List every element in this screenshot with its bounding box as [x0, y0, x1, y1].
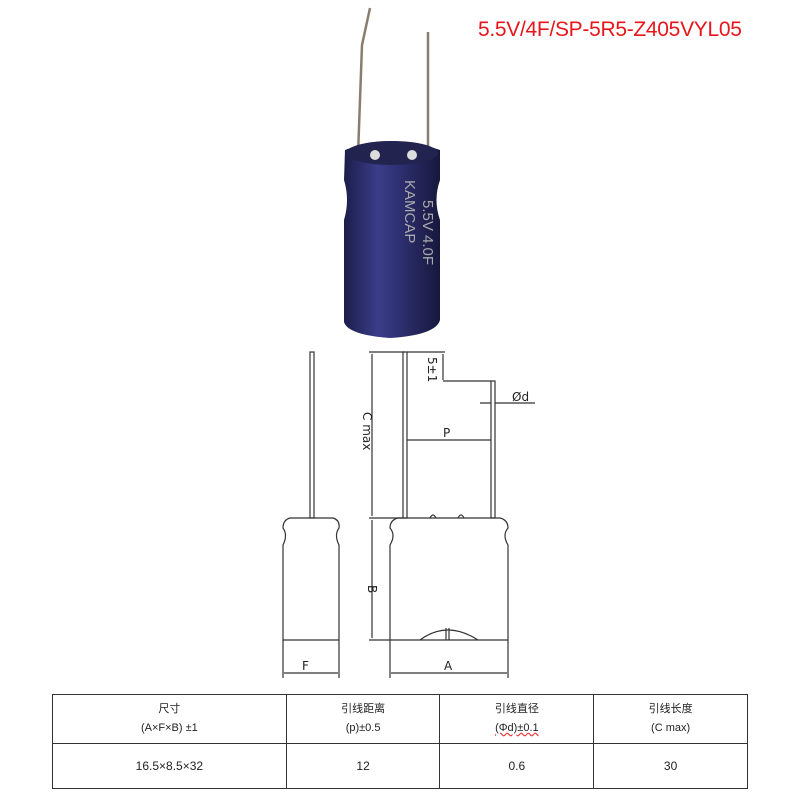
dimension-drawing	[282, 351, 535, 678]
label-p: P	[443, 426, 450, 440]
capacitor-photo: KAMCAP 5.5V 4.0F	[344, 7, 440, 338]
header-lead-diameter: 引线直径(Φd)±0.1	[439, 694, 595, 744]
label-c: C max	[360, 412, 374, 450]
value-lead-spacing: 12	[285, 743, 441, 789]
label-lead-offset: 5±1	[425, 357, 439, 382]
product-marking-rating: 5.5V 4.0F	[419, 200, 436, 265]
value-lead-length: 30	[593, 743, 748, 789]
header-lead-spacing: 引线距离(p)±0.5	[285, 694, 441, 744]
label-a: A	[444, 659, 453, 673]
spec-table: 尺寸(A×F×B) ±1 引线距离(p)±0.5 引线直径(Φd)±0.1 引线…	[52, 694, 748, 789]
label-f: F	[302, 659, 309, 673]
label-b: B	[365, 585, 379, 593]
header-size: 尺寸(A×F×B) ±1	[52, 694, 287, 744]
product-marking-brand: KAMCAP	[401, 180, 418, 243]
label-d: Ød	[512, 390, 529, 404]
value-lead-diameter: 0.6	[439, 743, 595, 789]
value-size: 16.5×8.5×32	[52, 743, 287, 789]
header-lead-length: 引线长度(C max)	[593, 694, 748, 744]
product-title: 5.5V/4F/SP-5R5-Z405VYL05	[478, 18, 742, 41]
